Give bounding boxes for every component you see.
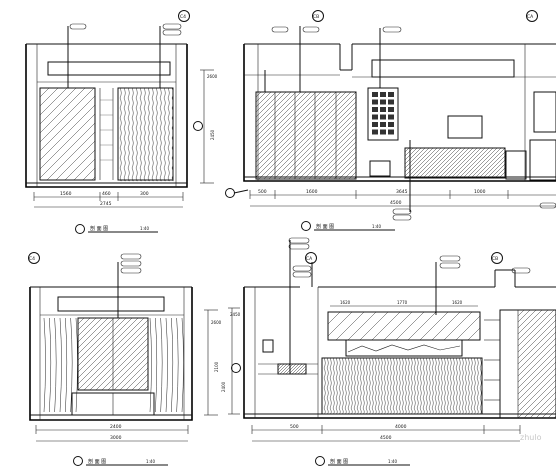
curtains <box>44 318 184 412</box>
dim-br-0: 1620 <box>340 300 351 305</box>
height-tl-1: 2450 <box>210 129 215 140</box>
section-title-br: 剖 面 图 <box>330 458 348 465</box>
section-title-tl: 剖 面 图 <box>90 225 108 232</box>
dim-tr-4: 4500 <box>390 200 402 206</box>
section-scale-tr: 1:40 <box>372 224 381 229</box>
axis-marker-c4: C4 <box>180 14 186 20</box>
headboard-hatching <box>328 312 480 340</box>
elevation-bottom-left: 2400 3000 2100 2600 C4 剖 面 图 1:40 <box>29 253 222 466</box>
dim-tr-3: 1000 <box>474 189 486 195</box>
height-bl-1: 2600 <box>211 320 222 325</box>
elevation-bottom-right: 1620 1770 1620 500 4000 4500 2450 2400 C… <box>221 238 556 466</box>
tv-cabinet-hatching <box>405 148 505 178</box>
dim-tr-1: 1600 <box>306 189 318 195</box>
axis-marker-ca-b: CA <box>306 256 313 262</box>
height-tl-0: 2600 <box>207 74 218 79</box>
dim-br-4: 4000 <box>395 424 407 430</box>
section-title-bl: 剖 面 图 <box>88 458 106 465</box>
callout-tags-tl <box>70 24 181 35</box>
axis-marker-cb-b: CB <box>492 256 498 262</box>
dim-tl-1: 460 <box>102 191 111 197</box>
callout-tags-bl <box>121 254 141 273</box>
section-scale-br: 1:40 <box>388 459 397 464</box>
axis-marker-cb: CB <box>313 14 319 20</box>
artwork-grid <box>372 92 394 135</box>
dim-bl-1: 3000 <box>110 435 122 441</box>
axis-marker-ca: CA <box>527 14 534 20</box>
dim-tl-3: 2745 <box>100 201 112 207</box>
dim-tl-2: 300 <box>140 191 149 197</box>
dim-bl-0: 2400 <box>110 424 122 430</box>
dim-br-2: 1620 <box>452 300 463 305</box>
bedding-waves <box>324 358 481 414</box>
dim-br-1: 1770 <box>397 300 408 305</box>
height-bl-0: 2100 <box>214 361 219 372</box>
wardrobe-hatching <box>256 92 356 179</box>
dim-br-3: 500 <box>290 424 299 430</box>
panel-hatching <box>40 88 173 181</box>
height-br-0: 2450 <box>230 312 241 317</box>
height-br-1: 2400 <box>221 381 226 392</box>
section-scale-bl: 1:40 <box>146 459 155 464</box>
section-title-tr: 剖 面 图 <box>316 223 334 230</box>
nightstand-hatching <box>278 364 306 374</box>
elevation-top-left: 1560 460 300 2745 2600 2450 C4 剖 面 图 1:4… <box>26 11 218 234</box>
watermark: zhulo <box>520 433 542 442</box>
dim-br-5: 4500 <box>380 435 392 441</box>
dim-tr-0: 500 <box>258 189 267 195</box>
elevation-top-right: 500 1600 3645 1000 4500 CB CA 剖 面 图 1:40 <box>226 11 556 231</box>
dim-tl-0: 1560 <box>60 191 72 197</box>
axis-marker-c4-b: C4 <box>29 256 35 262</box>
wall-panel-hatching <box>518 310 556 418</box>
section-scale-tl: 1:40 <box>140 226 149 231</box>
dim-tr-2: 3645 <box>396 189 408 195</box>
